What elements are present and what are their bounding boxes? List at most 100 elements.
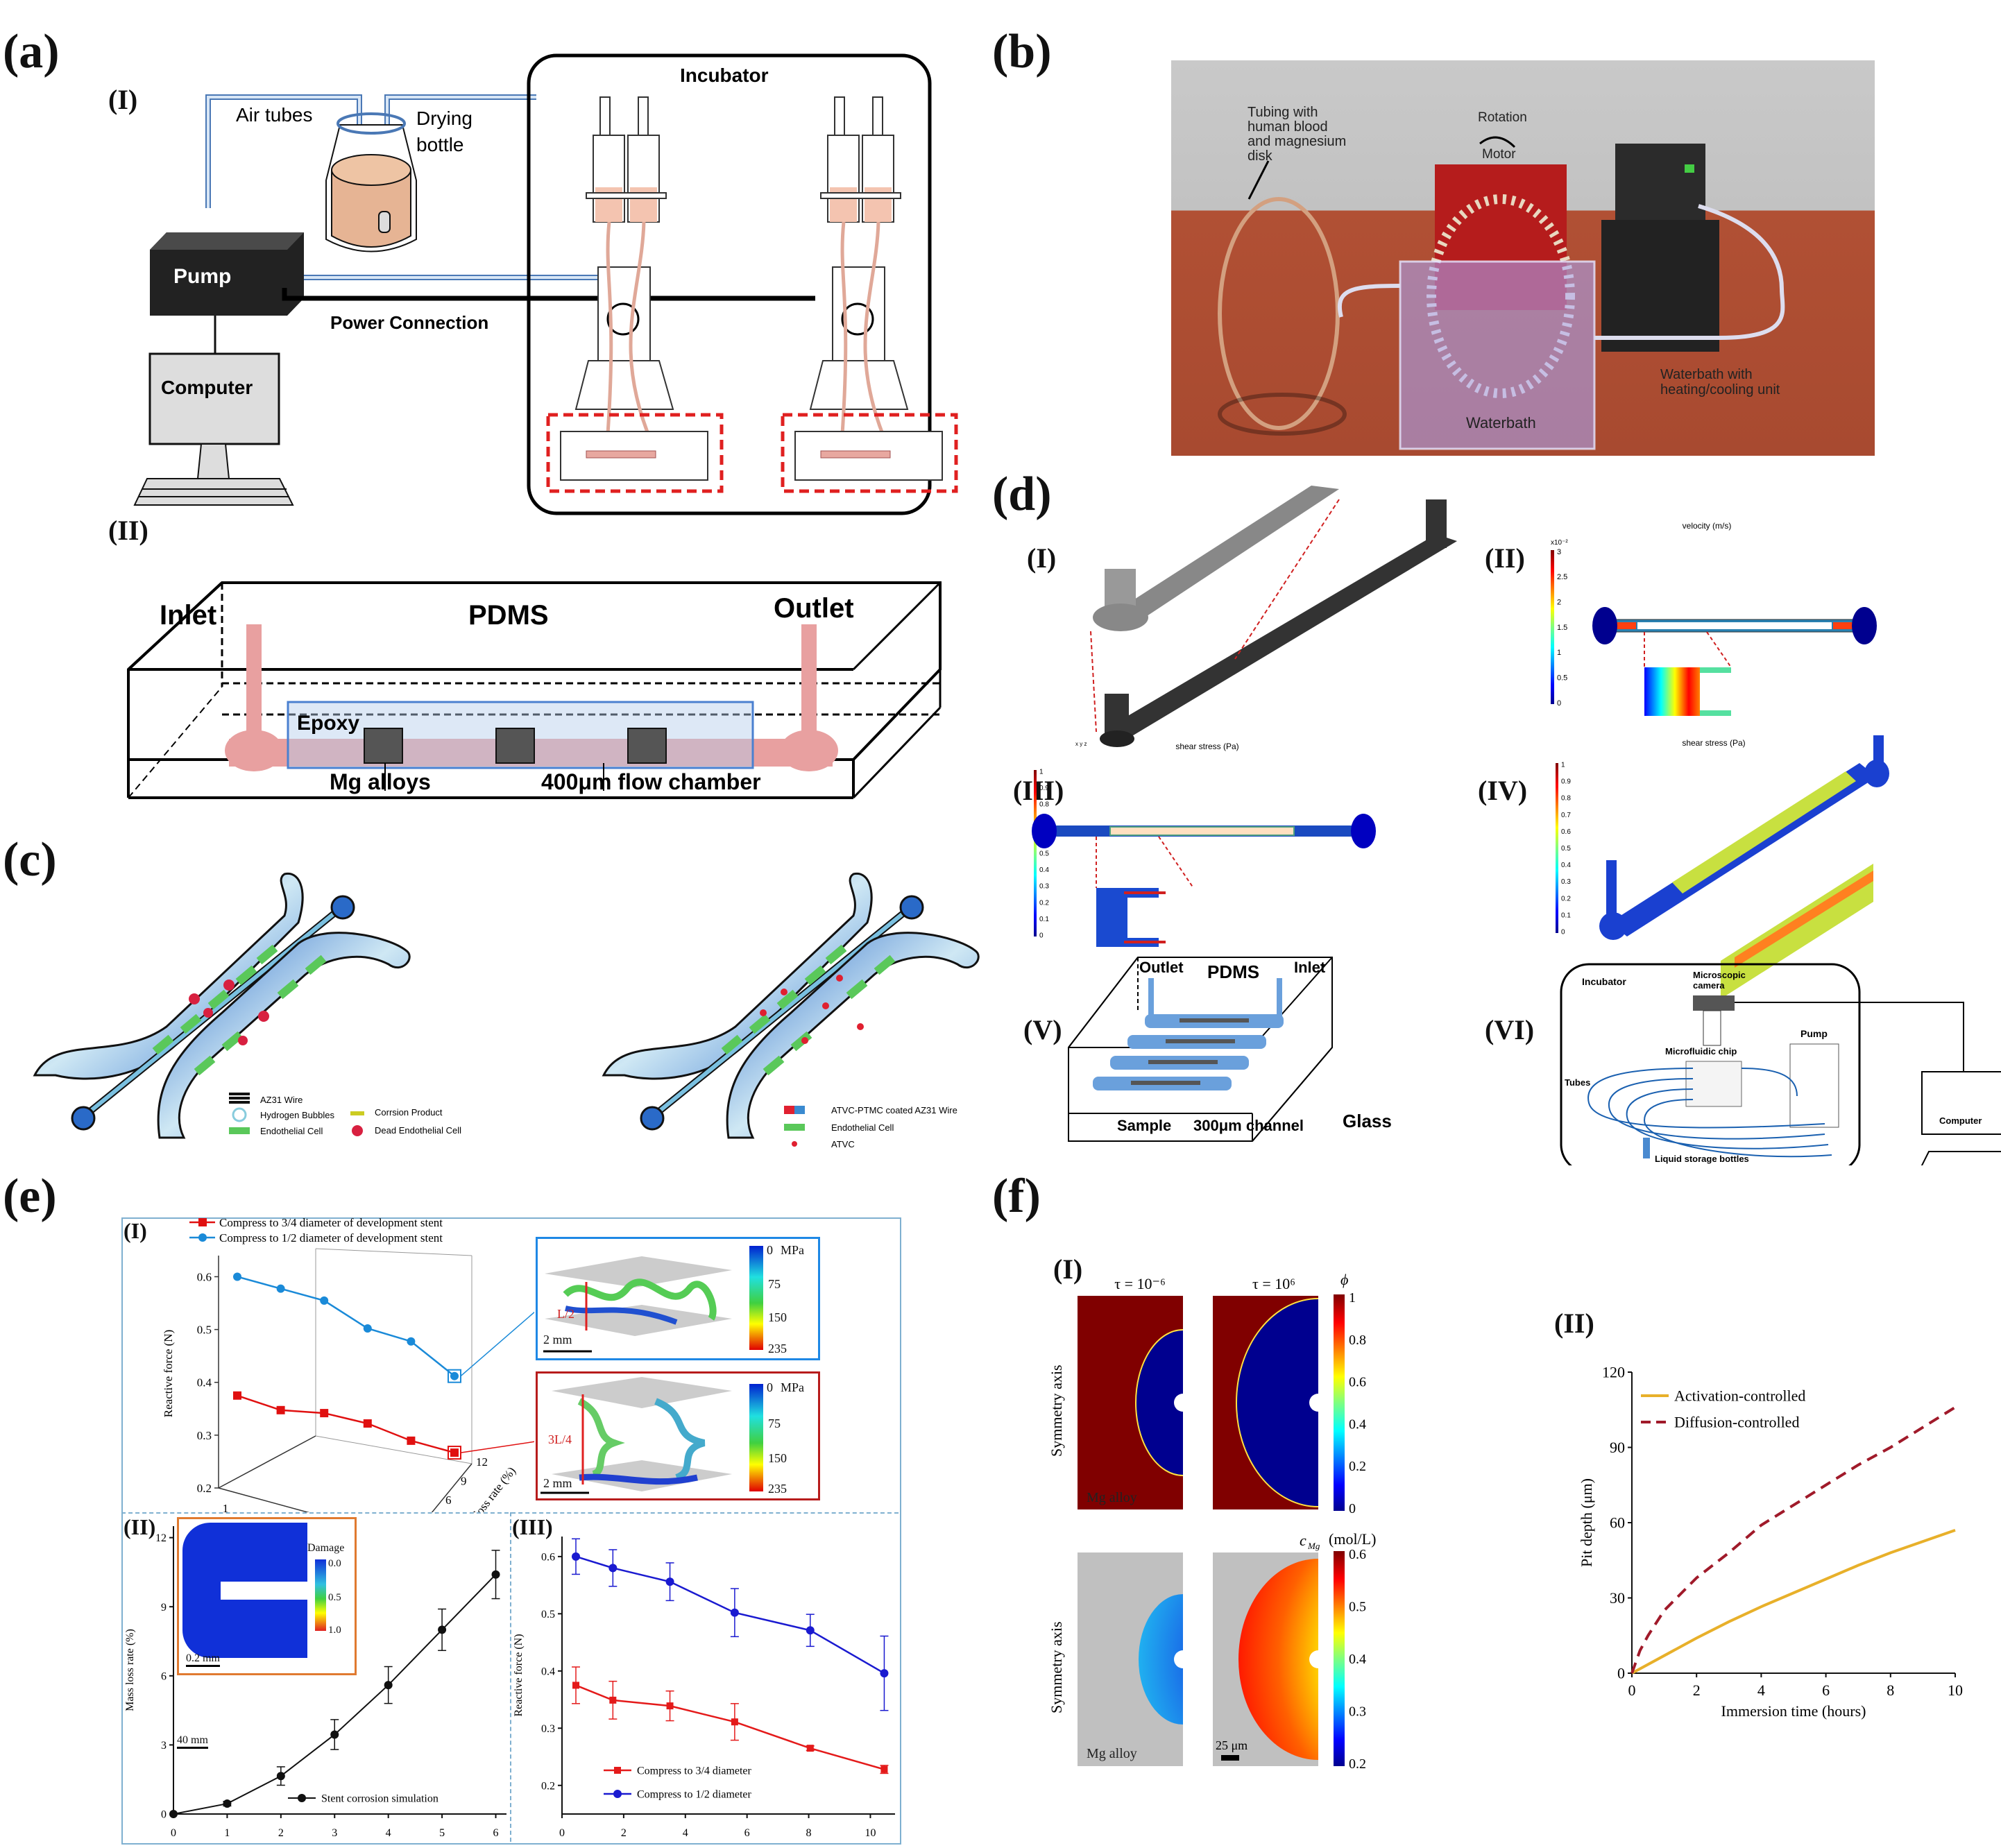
mg-alloy-label: Mg alloy	[1087, 1746, 1137, 1761]
sub-label-d5: (V)	[1023, 1014, 1062, 1045]
c-unit: (mol/L)	[1329, 1530, 1376, 1548]
y-tick-label: 0.6	[197, 1270, 212, 1283]
scale-bar	[1221, 1755, 1239, 1761]
y-tick-label: 60	[1610, 1514, 1625, 1532]
scale-bar-inner: 0.2 mm	[186, 1652, 220, 1667]
stress-inset-three-quarter: 3L/4 2 mm 0 MPa 75 150 235	[536, 1371, 820, 1500]
y-tick-label: 9	[161, 1602, 167, 1614]
colorbar-tick-label: 1	[1349, 1290, 1356, 1306]
syringe-stand	[546, 96, 724, 493]
x-tick-label: 2	[258, 1509, 264, 1512]
chip-inlet-label: Inlet	[1294, 959, 1326, 976]
colorbar-tick-label: 0.2	[1039, 899, 1049, 907]
symmetry-axis-label: Symmetry axis	[1048, 1621, 1065, 1713]
data-point	[438, 1625, 447, 1634]
legend-left: AZ31 Wire Hydrogen Bubbles Corrsion Prod…	[229, 1093, 461, 1136]
shear-ticks: 10.90.80.70.60.50.40.30.20.10	[1039, 769, 1049, 940]
x-tick-label: 8	[806, 1827, 812, 1839]
c-map-low	[1078, 1552, 1183, 1766]
y-tick-label: 0.4	[197, 1376, 212, 1389]
x-tick-label: 10	[865, 1827, 876, 1839]
air-tubes-label: Air tubes	[236, 104, 313, 126]
x-tick-label: 2	[278, 1827, 284, 1839]
computer-label: Computer	[161, 377, 253, 398]
velocity-title: velocity (m/s)	[1683, 521, 1732, 531]
y-tick-label: 120	[1602, 1364, 1625, 1381]
colorbar-tick: 75	[768, 1277, 781, 1291]
legend-label: Stent corrosion simulation	[321, 1793, 438, 1805]
arrow-label: 3L/4	[548, 1432, 572, 1446]
incubator-label: Incubator	[680, 65, 769, 86]
legend-label: Compress to 3/4 diameter of development …	[219, 1216, 443, 1229]
legend-right: ATVC-PTMC coated AZ31 Wire Endothelial C…	[784, 1105, 957, 1149]
data-point	[806, 1745, 814, 1752]
colorbar-tick-label: 0.1	[1039, 916, 1049, 923]
y-tick-label: 30	[1610, 1589, 1625, 1607]
scale-bar-label: 25 μm	[1216, 1738, 1248, 1752]
tubing-loop	[1218, 197, 1340, 430]
legend-item: Endothelial Cell	[260, 1126, 323, 1136]
velocity-exponent: x10⁻²	[1551, 539, 1568, 547]
data-point	[276, 1772, 285, 1781]
damage-tick: 0.0	[328, 1558, 341, 1569]
tau-high-label: τ = 10⁶	[1252, 1275, 1295, 1292]
inlet-label: Inlet	[160, 600, 216, 631]
cfd-simulation-panels: x y z velocity (m/s) x10⁻² 32.521.510.50…	[1032, 486, 2001, 1165]
waterbath-unit-caption: Waterbath with heating/cooling unit	[1660, 367, 1780, 397]
x-axis	[218, 1487, 310, 1512]
wire-icon	[229, 1093, 250, 1104]
panel-label-b: (b)	[992, 25, 1052, 78]
c-ticks: 0.60.50.40.30.2	[1349, 1547, 1366, 1772]
arrow-label: L/2	[557, 1307, 574, 1321]
grid-line	[315, 1248, 472, 1256]
legend-label: Activation-controlled	[1674, 1387, 1805, 1405]
data-point	[666, 1702, 674, 1710]
y-tick-label: 0.6	[541, 1551, 555, 1563]
data-point	[880, 1765, 888, 1773]
velocity-ticks: 32.521.510.50	[1557, 548, 1567, 708]
chip-pdms-label: PDMS	[1207, 961, 1259, 982]
series-line-0	[1631, 1528, 1956, 1675]
series-line-1	[237, 1276, 455, 1377]
colorbar-tick-label: 0.3	[1039, 883, 1049, 891]
cell-icon	[784, 1124, 805, 1131]
callout-line	[460, 1441, 534, 1453]
sub-label-e3: (III)	[512, 1514, 553, 1539]
sub-label-a2: (II)	[108, 515, 148, 546]
colorbar-tick: 0	[767, 1380, 773, 1394]
colorbar-tick-label: 0.8	[1349, 1333, 1366, 1348]
data-point	[169, 1810, 178, 1818]
drying-label-2: bottle	[416, 134, 464, 155]
data-point	[806, 1626, 815, 1635]
legend-label: Compress to 1/2 diameter	[637, 1789, 752, 1801]
z-axis	[431, 1463, 472, 1512]
drying-bottle	[325, 112, 417, 253]
y-tick-label: 0.2	[197, 1482, 212, 1495]
chip-outlet-label: Outlet	[1139, 959, 1184, 976]
y-axis-label: Pit depth (μm)	[1578, 1478, 1595, 1567]
legend-marker	[298, 1794, 306, 1802]
sub-label-d1: (I)	[1027, 542, 1057, 574]
colorbar-tick-label: 0.6	[1561, 828, 1571, 836]
tau-low-label: τ = 10⁻⁶	[1114, 1275, 1166, 1292]
tubing-caption: Tubing with human blood and magnesium di…	[1248, 105, 1346, 164]
y-tick-label: 0.5	[197, 1324, 212, 1337]
colorbar-tick-label: 0.3	[1561, 878, 1571, 886]
system-incubator-label: Incubator	[1582, 976, 1626, 987]
outlet-label: Outlet	[774, 593, 854, 624]
z-axis-back	[218, 1435, 316, 1489]
phi-label: ϕ	[1340, 1271, 1348, 1288]
grid-line	[315, 1435, 472, 1464]
system-computer-label: Computer	[1939, 1115, 1982, 1126]
colorbar-tick-label: 0.8	[1039, 801, 1049, 809]
data-point	[450, 1448, 459, 1457]
dead-cells	[189, 979, 269, 1045]
epoxy-label: Epoxy	[297, 712, 359, 735]
mesh-geometry	[1090, 486, 1457, 747]
colorbar-tick: 75	[768, 1417, 781, 1430]
colorbar-tick-label: 0	[1561, 929, 1565, 936]
mg-alloy-sample	[364, 728, 667, 764]
data-point	[363, 1324, 372, 1333]
axes-triad: x y z	[1075, 741, 1087, 747]
damage-inset: Damage 0.0 0.5 1.0 0.2 mm	[177, 1517, 357, 1675]
